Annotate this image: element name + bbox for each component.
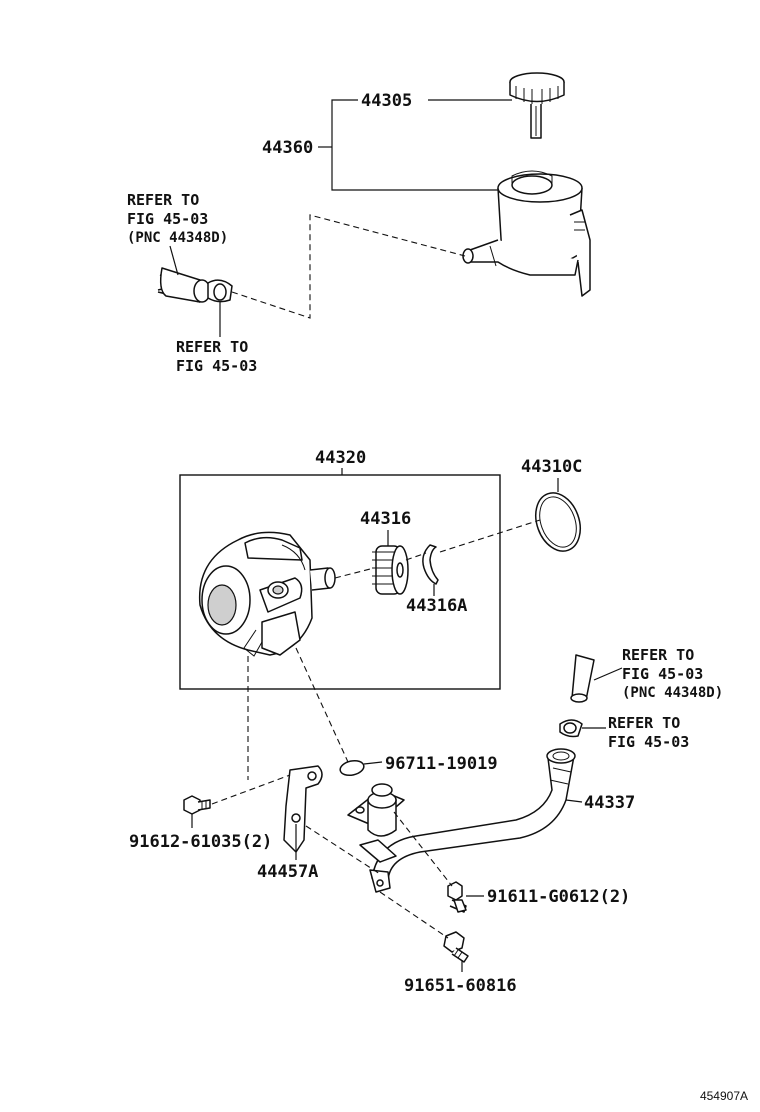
reservoir-tank-drawing [462,170,591,297]
reservoir-hose-drawing [157,267,211,303]
part-number-44360: 44360 [262,138,313,158]
refer-to-note-1-line1: REFER TO [127,191,199,209]
hose-ref-lower-drawing [570,654,595,703]
part-number-44305: 44305 [361,91,412,111]
clamp-ref-lower-drawing [559,719,583,738]
rotor-gear-drawing [372,545,409,595]
part-number-96711-19019: 96711-19019 [385,754,498,774]
hose-clamp-drawing [207,279,233,303]
bolt-91651-drawing [443,931,469,963]
part-number-44320: 44320 [315,448,366,468]
refer-to-note-2-line1: REFER TO [176,338,248,356]
refer-to-note-3-line2: FIG 45-03 [622,665,703,683]
part-number-91651-60816: 91651-60816 [404,976,517,996]
refer-to-note-4-line2: FIG 45-03 [608,733,689,751]
o-ring-96711-drawing [339,759,365,777]
part-number-44310c: 44310C [521,457,582,477]
pump-assembly-box [179,474,501,690]
pressure-pipe-44337-drawing [369,748,576,893]
refer-to-note-1-line3: (PNC 44348D) [127,230,228,246]
refer-to-note-3-line3: (PNC 44348D) [622,685,723,701]
part-number-44457a: 44457A [257,862,318,882]
part-number-91612-61035: 91612-61035(2) [129,832,272,852]
refer-to-note-3-line1: REFER TO [622,646,694,664]
pump-bracket-44457a-drawing [283,765,323,853]
snap-ring-drawing [422,544,439,585]
union-fitting-drawing [347,783,405,863]
refer-to-note-4-line1: REFER TO [608,714,680,732]
refer-to-note-2-line2: FIG 45-03 [176,357,257,375]
bolt-91612-drawing [183,795,211,815]
bolt-91611-drawing [447,881,467,913]
part-number-44316: 44316 [360,509,411,529]
vane-pump-drawing [198,531,336,657]
part-number-44316a: 44316A [406,596,467,616]
reservoir-cap-drawing [509,72,565,139]
part-number-44337: 44337 [584,793,635,813]
illustration-id: 454907A [700,1089,748,1103]
refer-to-note-1-line2: FIG 45-03 [127,210,208,228]
part-number-91611-g0612: 91611-G0612(2) [487,887,630,907]
